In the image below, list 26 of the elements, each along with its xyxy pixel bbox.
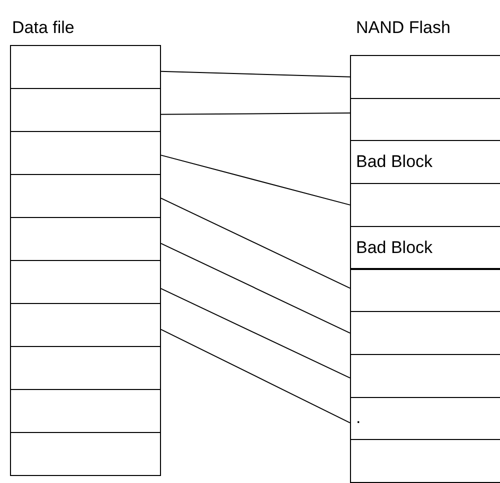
block-label: Bad Block bbox=[356, 152, 433, 172]
empty-cell bbox=[10, 131, 161, 175]
mapping-line bbox=[160, 242, 350, 334]
block-label: . bbox=[356, 408, 361, 428]
empty-cell bbox=[10, 260, 161, 304]
empty-cell bbox=[350, 439, 500, 483]
empty-cell bbox=[10, 45, 161, 89]
mapping-line bbox=[160, 198, 350, 289]
column-heading: Data file bbox=[12, 18, 74, 38]
memory-block bbox=[350, 226, 500, 270]
mapping-line bbox=[160, 328, 350, 424]
empty-cell bbox=[10, 217, 161, 261]
mapping-line bbox=[160, 70, 350, 78]
empty-cell bbox=[10, 88, 161, 132]
empty-cell bbox=[10, 389, 161, 433]
empty-cell bbox=[10, 303, 161, 347]
column-heading: NAND Flash bbox=[356, 18, 450, 38]
mapping-line bbox=[160, 154, 350, 206]
empty-cell bbox=[10, 346, 161, 390]
empty-cell bbox=[10, 174, 161, 218]
empty-cell bbox=[350, 55, 500, 99]
empty-cell bbox=[350, 268, 500, 312]
mapping-line bbox=[160, 288, 350, 378]
block-label: Bad Block bbox=[356, 238, 433, 258]
mapping-line bbox=[160, 112, 350, 115]
empty-cell bbox=[10, 432, 161, 476]
